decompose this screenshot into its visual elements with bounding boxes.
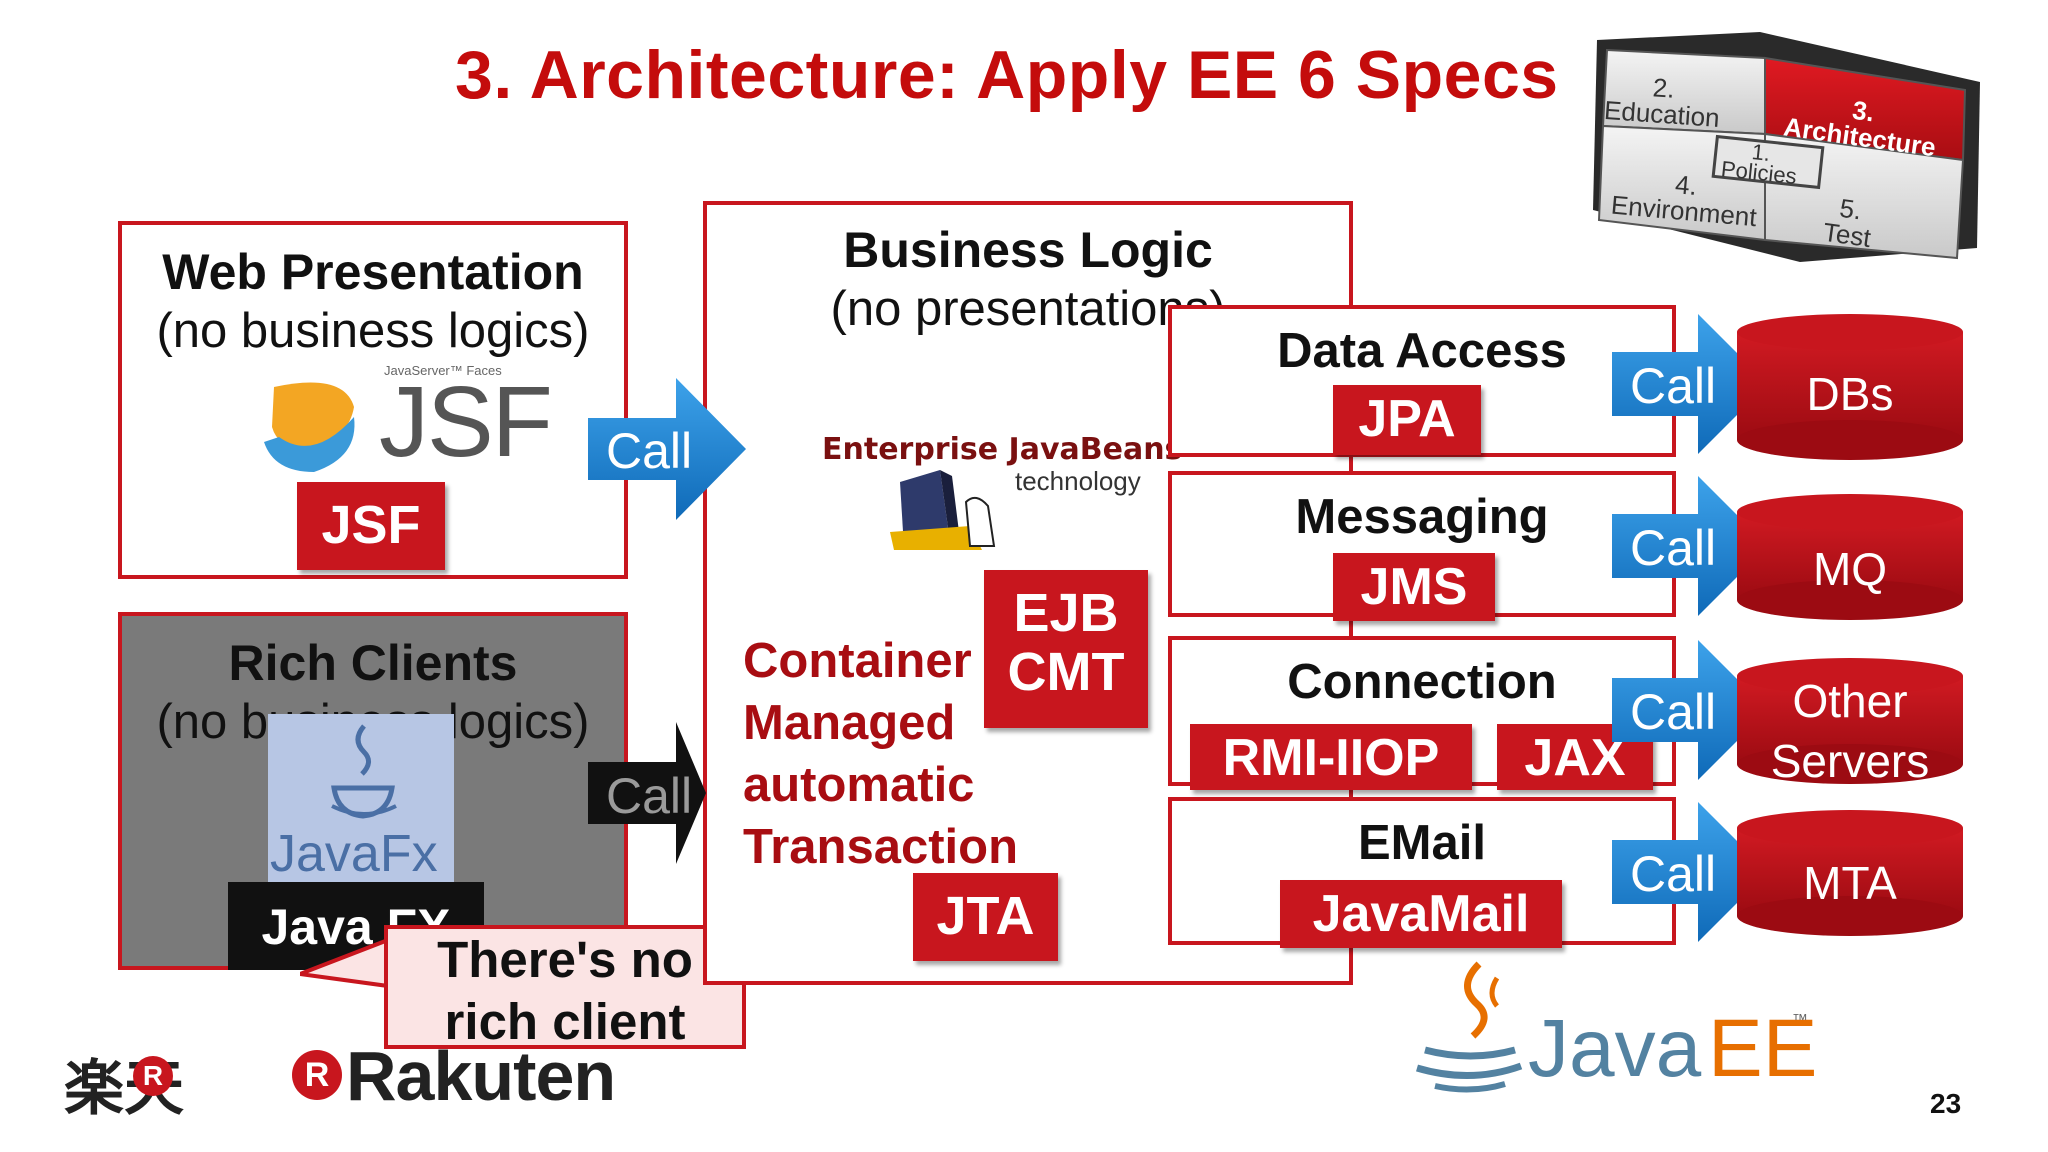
architecture-cube-icon	[1593, 32, 1980, 262]
rakuten-r-logo-icon: R	[292, 1050, 342, 1100]
container-managed-text: Container Managed automatic Transaction	[743, 630, 1018, 878]
java-ee-java-text: Java	[1528, 1003, 1702, 1094]
java-cup-icon	[331, 724, 397, 819]
jsf-tag: JSF	[297, 482, 445, 570]
call-label-dbs: Call	[1630, 358, 1717, 414]
call-label-mq: Call	[1630, 520, 1717, 576]
cube-test-label: 5. Test	[1821, 192, 1873, 254]
call-arrow-rich	[588, 722, 706, 864]
rakuten-en-logo: Rakuten	[346, 1037, 616, 1115]
ejb-building-icon	[890, 470, 996, 550]
page-number: 23	[1930, 1088, 1962, 1119]
slide-title: 3. Architecture: Apply EE 6 Specs	[455, 37, 1559, 113]
javafx-logo-text: JavaFx	[270, 825, 438, 883]
ejb-logo-text: Enterprise JavaBeans™	[822, 432, 1213, 467]
rmi-iiop-tag: RMI-IIOP	[1190, 724, 1472, 790]
rakuten-r-circle-icon: R	[133, 1056, 173, 1096]
cube-education-label: 2. Education	[1603, 72, 1721, 133]
jsf-swirl-icon	[264, 382, 355, 472]
jms-tag: JMS	[1333, 553, 1495, 621]
call-label-web: Call	[606, 423, 693, 479]
java-ee-tm: ™	[1792, 1012, 1808, 1029]
ejb-cmt-text: EJB CMT	[1007, 583, 1125, 703]
rich-clients-title: Rich Clients	[228, 635, 518, 691]
connection-title: Connection	[1287, 655, 1557, 709]
dbs-cylinder-icon	[1737, 314, 1963, 460]
mta-cylinder-icon	[1737, 810, 1963, 936]
email-title: EMail	[1358, 816, 1486, 870]
no-rich-client-callout: There's no rich client	[384, 925, 746, 1050]
business-logic-title: Business Logic	[843, 222, 1213, 278]
ejb-cmt-tag: EJB CMT	[984, 570, 1148, 728]
web-presentation-box: Web Presentation (no business logics) Ja…	[118, 221, 628, 579]
call-label-other: Call	[1630, 684, 1717, 740]
web-presentation-subtitle: (no business logics)	[156, 304, 590, 358]
call-arrow-dbs	[1612, 314, 1768, 454]
jsf-logo-caption: JavaServer™ Faces	[384, 363, 502, 378]
other-servers-cylinder-icon	[1737, 658, 1963, 784]
web-presentation-title: Web Presentation	[162, 244, 584, 300]
ejb-logo-subtext: technology	[1015, 466, 1141, 496]
call-label-mta: Call	[1630, 846, 1717, 902]
mta-label: MTA	[1803, 857, 1897, 909]
call-label-rich: Call	[606, 768, 693, 824]
call-arrow-other	[1612, 640, 1768, 780]
jpa-tag: JPA	[1333, 385, 1481, 455]
call-arrow-mq	[1612, 476, 1768, 616]
mq-cylinder-icon	[1737, 494, 1963, 620]
javafx-logo: JavaFx	[268, 714, 454, 884]
call-arrow-mta	[1612, 802, 1768, 942]
javamail-tag: JavaMail	[1280, 880, 1562, 948]
java-ee-cup-icon	[1416, 961, 1523, 1093]
other-servers-label: Other Servers	[1770, 675, 1930, 787]
business-logic-subtitle: (no presentations)	[830, 282, 1226, 336]
jsf-logo-text: JSF	[379, 366, 553, 478]
jta-tag: JTA	[913, 873, 1058, 961]
mq-label: MQ	[1812, 543, 1888, 595]
messaging-title: Messaging	[1295, 490, 1549, 544]
call-arrow-web	[588, 378, 746, 520]
java-ee-ee-text: EE	[1708, 1003, 1818, 1094]
data-access-title: Data Access	[1277, 324, 1567, 378]
container-managed-label: Container Managed automatic Transaction	[743, 634, 1019, 874]
dbs-label: DBs	[1806, 368, 1894, 420]
callout-text: There's no rich client	[437, 931, 693, 1050]
